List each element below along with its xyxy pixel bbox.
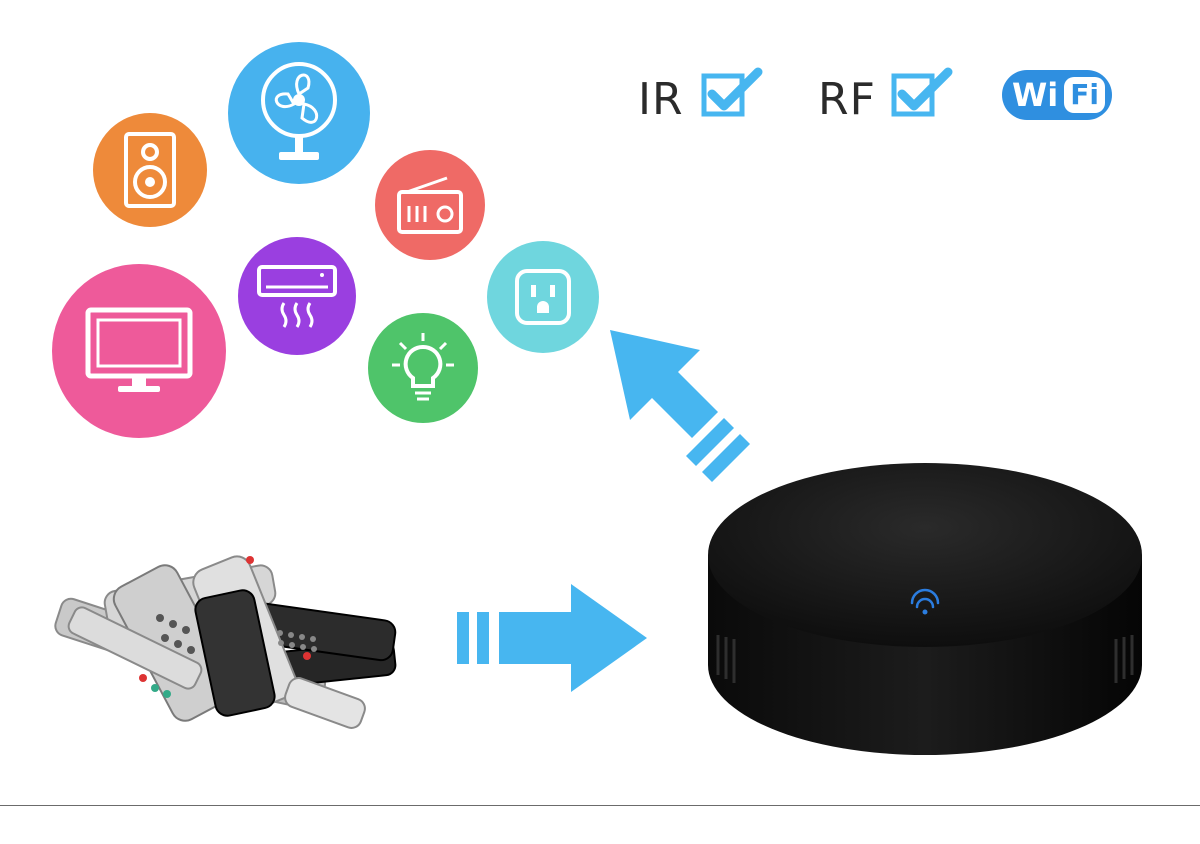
remote-controls-pile-icon bbox=[54, 555, 397, 729]
wifi-badge: Wi Fi bbox=[1002, 70, 1112, 120]
wifi-fi-text: Fi bbox=[1064, 77, 1105, 113]
speaker-icon bbox=[93, 113, 207, 227]
ir-check-icon bbox=[701, 67, 763, 117]
air-conditioner-icon bbox=[238, 237, 356, 355]
wifi-wi-text: Wi bbox=[1012, 76, 1059, 114]
radio-icon bbox=[375, 150, 485, 260]
smart-socket-icon bbox=[487, 241, 599, 353]
ir-label: IR bbox=[638, 74, 684, 125]
horizontal-arrow-icon bbox=[457, 584, 647, 692]
diagonal-arrow-icon bbox=[610, 330, 750, 482]
rf-check-icon bbox=[891, 67, 953, 117]
rf-label: RF bbox=[818, 74, 876, 125]
smart-hub-device-icon bbox=[708, 463, 1142, 755]
fan-icon bbox=[228, 42, 370, 184]
bottom-divider bbox=[0, 805, 1200, 806]
light-bulb-icon bbox=[368, 313, 478, 423]
tv-icon bbox=[52, 264, 226, 438]
